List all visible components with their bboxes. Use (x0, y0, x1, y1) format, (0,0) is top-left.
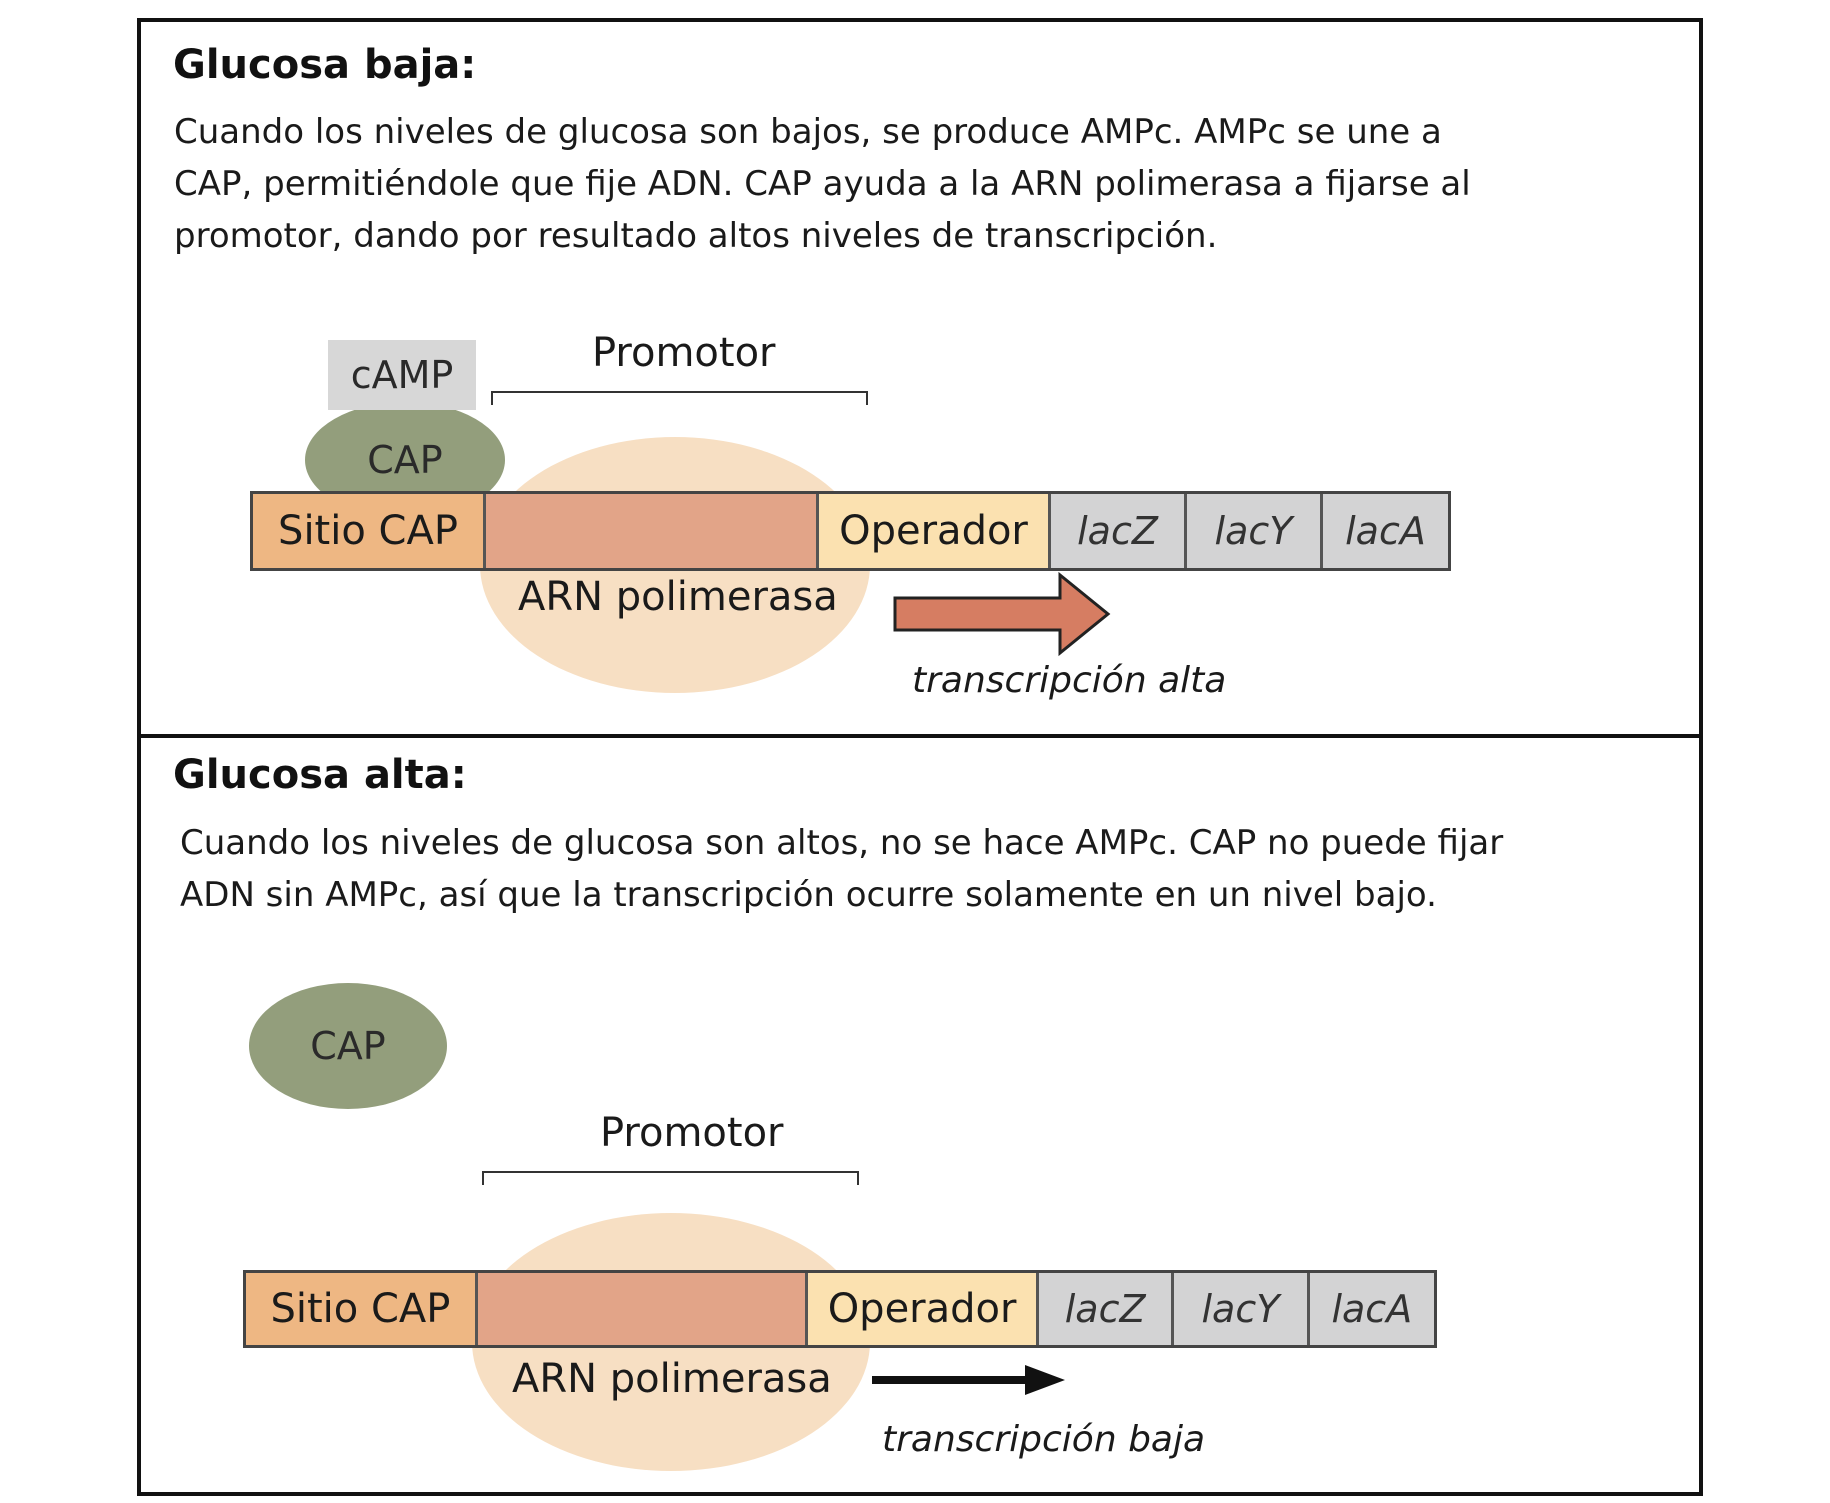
dna-strip: Sitio CAP Operador lacZ lacY lacA (250, 491, 1451, 571)
operator-segment: Operador (819, 494, 1051, 568)
description-line: ADN sin AMPc, así que la transcripción o… (180, 875, 1437, 915)
panel-description: Cuando los niveles de glucosa son altos,… (180, 817, 1503, 921)
description-line: CAP, permitiéndole que fije ADN. CAP ayu… (174, 164, 1471, 204)
description-line: Cuando los niveles de glucosa son bajos,… (174, 112, 1442, 152)
lacy-segment: lacY (1187, 494, 1323, 568)
description-line: Cuando los niveles de glucosa son altos,… (180, 823, 1504, 863)
low-transcription-arrow (872, 1365, 1065, 1395)
dna-strip: Sitio CAP Operador lacZ lacY lacA (243, 1270, 1437, 1348)
lacz-segment: lacZ (1038, 1273, 1175, 1345)
transcription-label: transcripción alta (912, 660, 1227, 701)
high-transcription-arrow (893, 571, 1111, 657)
diagram-frame (137, 18, 1703, 1496)
promoter-label: Promotor (592, 330, 776, 376)
laca-segment: lacA (1323, 494, 1448, 568)
operator-segment: Operador (808, 1273, 1039, 1345)
cap-protein: CAP (249, 983, 447, 1109)
panel-divider (137, 734, 1703, 738)
cap-label: CAP (310, 1024, 386, 1068)
description-line: promotor, dando por resultado altos nive… (174, 216, 1218, 256)
panel-title: Glucosa baja: (173, 42, 477, 88)
promoter-label: Promotor (600, 1110, 784, 1156)
lacy-segment: lacY (1174, 1273, 1310, 1345)
transcription-label: transcripción baja (882, 1419, 1206, 1460)
promoter-segment (486, 494, 819, 568)
panel-description: Cuando los niveles de glucosa son bajos,… (174, 106, 1471, 262)
camp-label: cAMP (350, 353, 454, 397)
promoter-segment (477, 1273, 809, 1345)
cap-label: CAP (367, 438, 443, 482)
promoter-bracket (482, 1171, 859, 1185)
lacz-segment: lacZ (1051, 494, 1187, 568)
panel-title: Glucosa alta: (173, 752, 467, 798)
cap-site-segment: Sitio CAP (253, 494, 486, 568)
camp-molecule: cAMP (328, 340, 476, 410)
rna-polymerase-label: ARN polimerasa (512, 1356, 832, 1402)
promoter-bracket (491, 391, 868, 405)
laca-segment: lacA (1309, 1273, 1434, 1345)
rna-polymerase-label: ARN polimerasa (518, 574, 838, 620)
cap-site-segment: Sitio CAP (246, 1273, 478, 1345)
